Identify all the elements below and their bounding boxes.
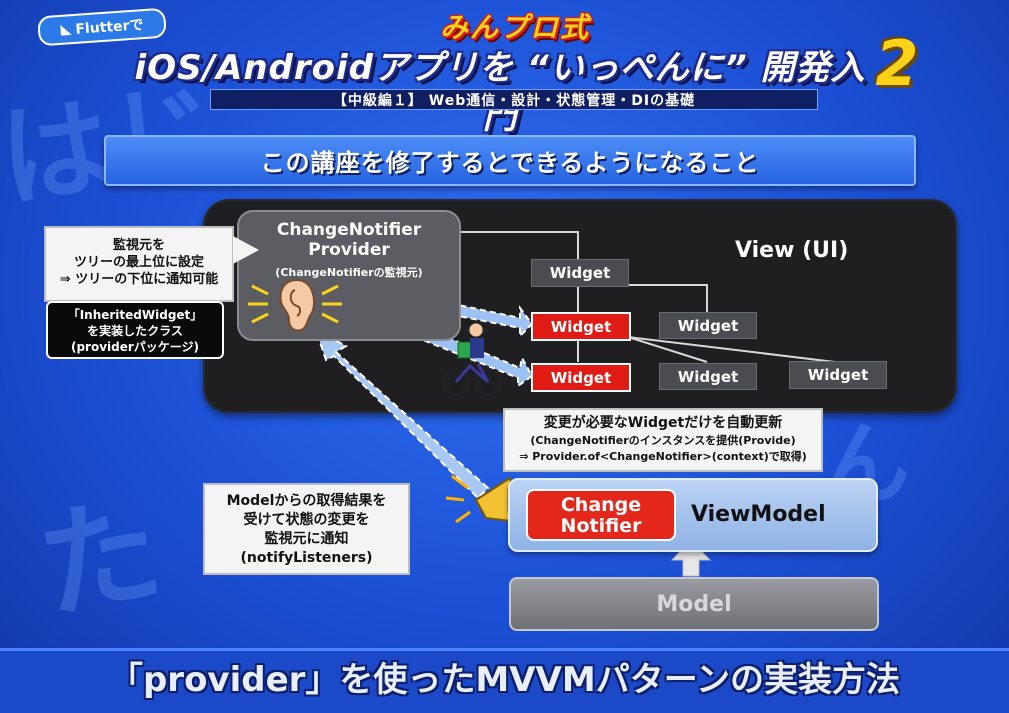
update-line: (ChangeNotifierのインスタンスを提供(Provide) bbox=[530, 434, 796, 447]
change-notifier-line1: Change bbox=[560, 494, 642, 516]
callout-line: ツリーの最上位に設定 bbox=[73, 255, 204, 270]
course-subtitle: 【中級編１】 Web通信・設計・状態管理・DIの基礎 bbox=[210, 89, 818, 110]
ear-icon bbox=[279, 278, 315, 332]
notify-line: 受けて状態の変更を bbox=[243, 512, 370, 528]
update-line: ⇒ Provider.of<ChangeNotifier>(context)で取… bbox=[519, 450, 807, 463]
notify-line: 監視元に通知 bbox=[264, 531, 349, 547]
update-line: 変更が必要なWidgetだけを自動更新 bbox=[543, 415, 783, 431]
provider-title-line1: ChangeNotifier bbox=[276, 220, 422, 240]
callout-line: 監視元を bbox=[112, 238, 165, 253]
course-number: 2 bbox=[875, 27, 919, 100]
notify-line: (notifyListeners) bbox=[240, 550, 373, 566]
widget-top: Widget bbox=[531, 259, 629, 287]
notify-listeners-note: Modelからの取得結果を 受けて状態の変更を 監視元に通知 (notifyLi… bbox=[203, 483, 410, 575]
view-ui-label: View (UI) bbox=[735, 238, 849, 263]
provider-subtitle: (ChangeNotifierの監視元) bbox=[275, 266, 423, 279]
tree-line bbox=[457, 231, 579, 259]
change-notifier-provider-box: ChangeNotifier Provider (ChangeNotifierの… bbox=[237, 210, 461, 341]
tree-line bbox=[627, 336, 708, 363]
viewmodel-label: ViewModel bbox=[691, 502, 826, 527]
footer-band bbox=[0, 648, 1009, 713]
widget-child-1: Widget bbox=[659, 312, 757, 339]
footer-title: 「provider」を使ったMVVMパターンの実装方法 bbox=[108, 660, 901, 700]
widget-child-3: Widget bbox=[789, 361, 887, 389]
provider-callout: 監視元を ツリーの最上位に設定 ⇒ ツリーの下位に通知可能 bbox=[44, 226, 234, 302]
callout-line: ⇒ ツリーの下位に通知可能 bbox=[59, 272, 219, 287]
tree-lines bbox=[457, 231, 836, 363]
widget-highlighted-2: Widget bbox=[531, 363, 631, 392]
tree-line bbox=[627, 336, 836, 363]
notify-arrow bbox=[314, 327, 490, 500]
sound-wave-icon bbox=[248, 284, 342, 324]
callout-tail bbox=[233, 236, 259, 264]
model-box: Model bbox=[509, 577, 879, 631]
inherited-line: を実装したクラス bbox=[87, 324, 183, 338]
widget-child-2: Widget bbox=[659, 363, 757, 390]
inherited-line: (providerパッケージ) bbox=[70, 340, 200, 354]
brand-logo: みんプロ式 bbox=[439, 11, 590, 44]
change-notifier-box: Change Notifier bbox=[526, 489, 676, 541]
widget-highlighted-1: Widget bbox=[531, 312, 631, 341]
notify-line: Modelからの取得結果を bbox=[226, 493, 387, 509]
inherited-widget-note: 「InheritedWidget」 を実装したクラス (providerパッケー… bbox=[46, 301, 224, 359]
inherited-line: 「InheritedWidget」 bbox=[67, 308, 203, 322]
tree-line bbox=[628, 284, 708, 312]
section-banner: この講座を修了するとできるようになること bbox=[104, 135, 916, 186]
auto-update-note: 変更が必要なWidgetだけを自動更新 (ChangeNotifierのインスタ… bbox=[503, 408, 823, 472]
courier-bicycle-icon bbox=[442, 322, 502, 396]
provider-title: ChangeNotifier Provider bbox=[239, 220, 459, 260]
change-notifier-line2: Notifier bbox=[560, 515, 642, 537]
provider-title-line2: Provider bbox=[308, 240, 390, 260]
